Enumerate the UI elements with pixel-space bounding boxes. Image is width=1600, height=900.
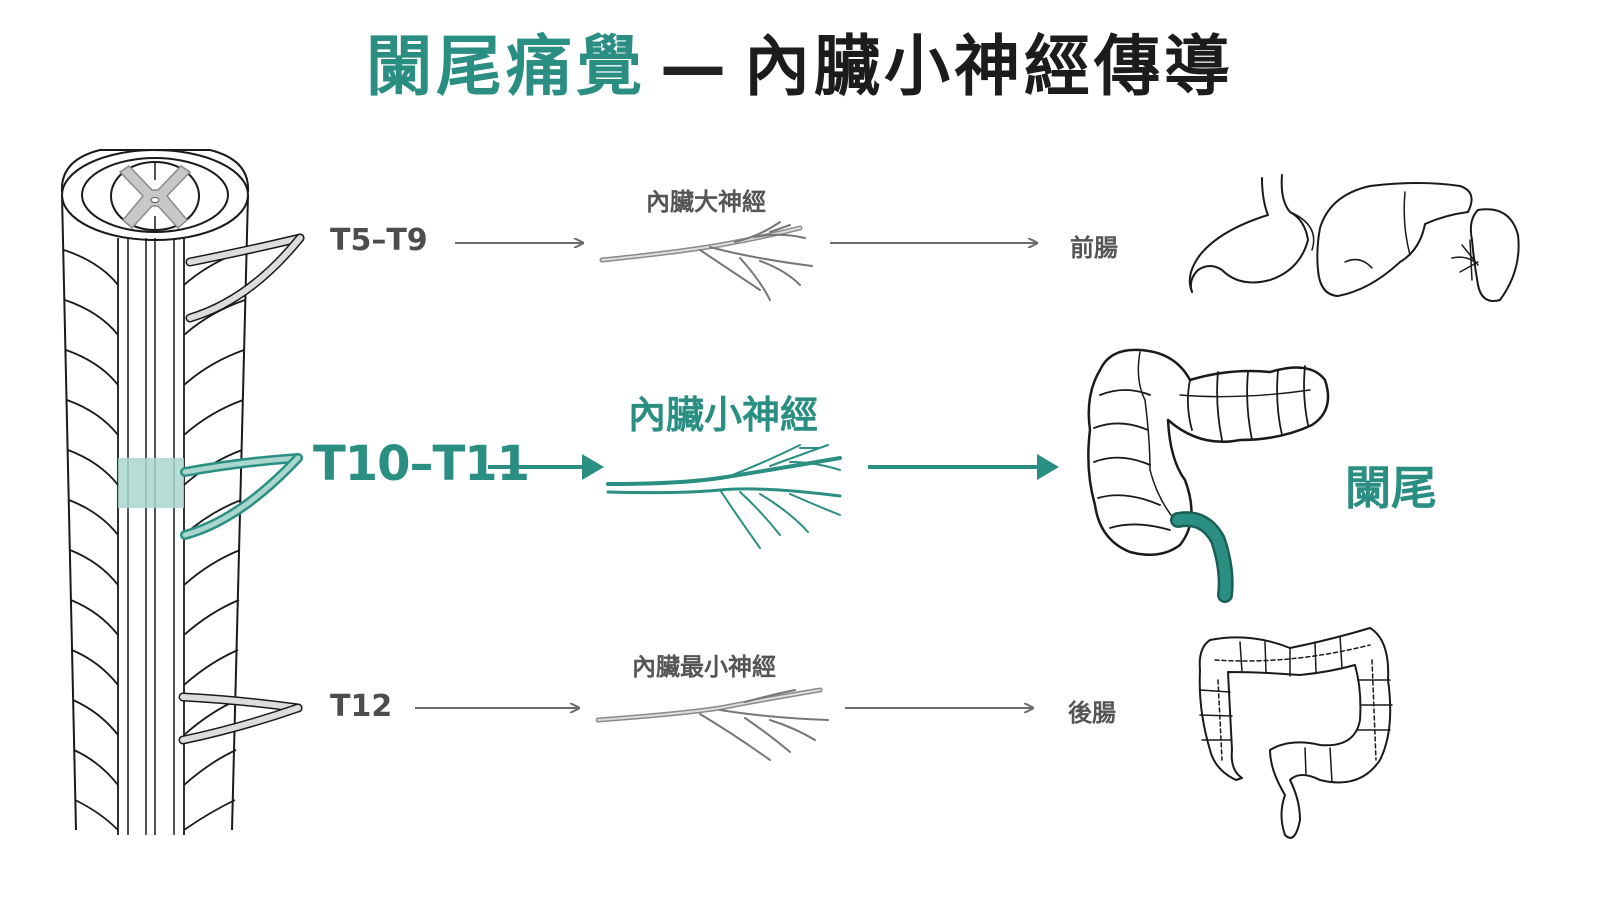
segment-label-t10-t11: T10–T11 bbox=[313, 436, 530, 492]
stomach-liver-spleen-illustration bbox=[1188, 174, 1520, 302]
least-splanchnic-nerve-icon bbox=[595, 687, 829, 761]
target-label-hindgut: 後腸 bbox=[1068, 699, 1116, 727]
title-rest: 內臟小神經傳導 bbox=[744, 28, 1234, 105]
segment-label-t12: T12 bbox=[330, 689, 393, 724]
greater-splanchnic-nerve-icon bbox=[599, 221, 813, 301]
target-label-appendix: 闌尾 bbox=[1345, 461, 1437, 515]
nerve-label-greater: 內臟大神經 bbox=[646, 188, 766, 216]
title-highlight: 闌尾痛覺 bbox=[366, 28, 646, 105]
lesser-splanchnic-nerve-icon bbox=[606, 444, 842, 549]
root-t5-t9 bbox=[185, 233, 305, 323]
page-title: 闌尾痛覺—內臟小神經傳導 bbox=[0, 22, 1600, 112]
root-t10-t11 bbox=[180, 453, 303, 540]
large-intestine-illustration bbox=[1198, 627, 1393, 839]
nerve-label-lesser: 內臟小神經 bbox=[628, 393, 819, 437]
colon-with-appendix-illustration bbox=[1087, 348, 1330, 603]
target-label-foregut: 前腸 bbox=[1070, 234, 1118, 262]
title-dash: — bbox=[660, 28, 730, 105]
nerve-label-least: 內臟最小神經 bbox=[632, 653, 776, 681]
segment-label-t5-t9: T5–T9 bbox=[330, 223, 428, 258]
root-t12 bbox=[178, 692, 303, 745]
spinal-cord-illustration bbox=[60, 149, 250, 835]
